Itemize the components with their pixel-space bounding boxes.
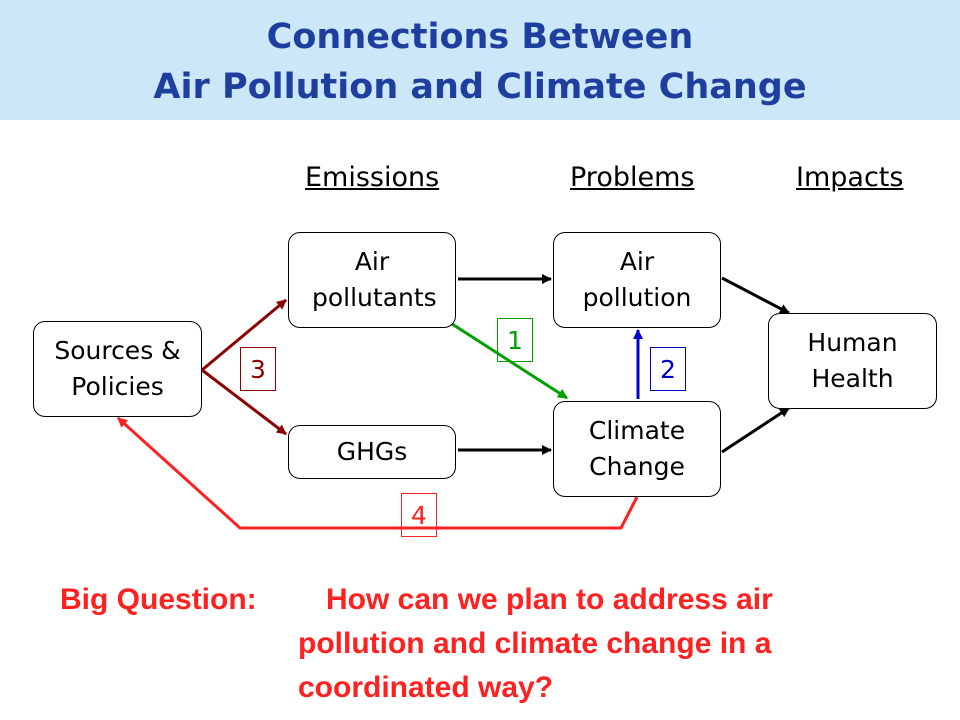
big-question-label: Big Question: <box>60 583 257 616</box>
arrow-climate-to-health <box>721 406 790 454</box>
column-header-problems: Problems <box>570 162 695 193</box>
node-ghgs-label: GHGs <box>336 437 408 466</box>
node-sources-policies: Sources & Policies <box>33 321 202 417</box>
arrow-link-1-green <box>448 320 568 400</box>
arrow-link-3-lower <box>201 368 287 436</box>
arrow-link-4-feedback <box>116 416 639 530</box>
node-ghgs: GHGs <box>288 425 456 479</box>
big-question-line-2: pollution and climate change in a <box>298 627 772 660</box>
node-climate-change-label: Climate Change <box>588 416 686 481</box>
node-air-pollution: Air pollution <box>553 232 721 328</box>
title-line-1: Connections Between <box>266 17 694 57</box>
link-badge-3: 3 <box>240 347 276 391</box>
big-question-line-1: How can we plan to address air <box>326 583 773 616</box>
column-header-emissions: Emissions <box>305 162 440 193</box>
node-human-health: Human Health <box>768 313 937 409</box>
node-air-pollutants-label: Air pollutants <box>312 247 437 312</box>
big-question-line-3: coordinated way? <box>298 671 554 704</box>
column-header-impacts: Impacts <box>796 162 904 193</box>
node-air-pollution-label: Air pollution <box>582 247 692 312</box>
arrow-link-3-upper <box>201 298 287 372</box>
link-badge-4: 4 <box>401 493 437 537</box>
arrow-pollution-to-health <box>721 276 790 315</box>
node-air-pollutants: Air pollutants <box>288 232 456 328</box>
node-human-health-label: Human Health <box>807 328 898 393</box>
title-band <box>0 0 960 120</box>
node-sources-policies-label: Sources & Policies <box>54 336 181 401</box>
big-question-text: How can we plan to address air pollution… <box>298 578 938 710</box>
link-badge-2: 2 <box>650 347 686 391</box>
node-climate-change: Climate Change <box>553 401 721 497</box>
title-line-2: Air Pollution and Climate Change <box>153 67 807 107</box>
link-badge-1: 1 <box>497 318 533 362</box>
